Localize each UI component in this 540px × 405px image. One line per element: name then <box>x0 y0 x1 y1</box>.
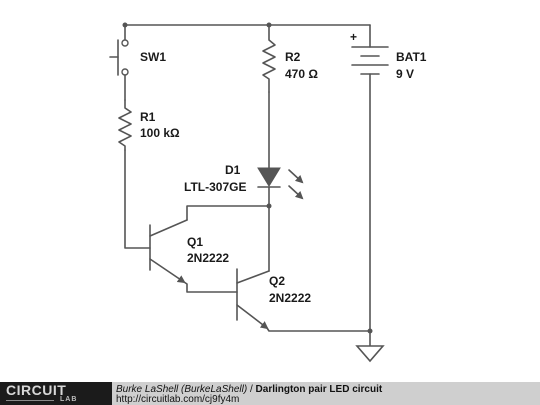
ground-rail-wire <box>266 327 373 334</box>
switch-sw1 <box>109 24 129 101</box>
logo-wordmark-circuit: CIRCUIT <box>6 382 67 398</box>
d1-ref-label: D1 <box>225 163 241 177</box>
q2-ref-label: Q2 <box>269 274 285 288</box>
circuitlab-logo[interactable]: CIRCUIT LAB <box>0 382 112 405</box>
q1-value-label: 2N2222 <box>187 251 229 265</box>
battery-bat1 <box>351 24 389 332</box>
circuit-url-link[interactable]: http://circuitlab.com/cj9fy4m <box>116 394 240 405</box>
credit-line: Burke LaShell (BurkeLaShell) / Darlingto… <box>116 384 382 395</box>
light-emission-arrows <box>288 169 304 200</box>
battery-plus-sign: + <box>350 30 357 44</box>
q1-ref-label: Q1 <box>187 235 203 249</box>
resistor-r1 <box>118 99 132 151</box>
transistor-q1 <box>149 219 188 284</box>
q1-base-wire <box>124 149 151 249</box>
q2-value-label: 2N2222 <box>269 291 311 305</box>
r2-value-label: 470 Ω <box>285 67 318 81</box>
author-name: Burke LaShell (BurkeLaShell) <box>116 384 248 395</box>
bat1-value-label: 9 V <box>396 67 414 81</box>
logo-trace-line <box>6 400 54 401</box>
d1-value-label: LTL-307GE <box>184 180 246 194</box>
r2-ref-label: R2 <box>285 50 301 64</box>
footer-bar <box>0 382 540 405</box>
r1-value-label: 100 kΩ <box>140 126 180 140</box>
led-d1 <box>257 167 281 206</box>
q1-emitter-q2-base-wire <box>183 281 238 293</box>
transistor-q2 <box>236 268 270 330</box>
resistor-r2 <box>262 24 276 93</box>
r1-ref-label: R1 <box>140 110 156 124</box>
bat1-ref-label: BAT1 <box>396 50 427 64</box>
top-rail-wire <box>122 22 371 28</box>
logo-wordmark-lab: LAB <box>60 396 78 403</box>
schematic-diagram: SW1 R1 100 kΩ R2 470 Ω D1 LTL-307GE Q1 2… <box>109 22 427 363</box>
circuit-title: Darlington pair LED circuit <box>255 384 383 395</box>
sw1-ref-label: SW1 <box>140 50 166 64</box>
collector-node <box>186 203 272 272</box>
credit-separator: / <box>247 384 256 395</box>
ground-symbol <box>355 330 385 363</box>
